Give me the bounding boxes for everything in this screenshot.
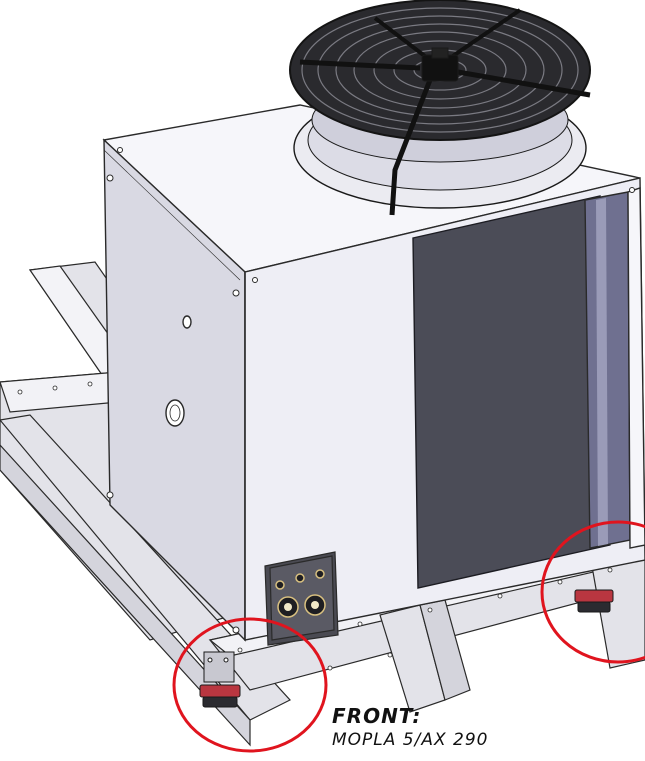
caption-title: FRONT: xyxy=(332,704,422,728)
fan-assembly xyxy=(289,0,591,216)
electrical-connection-plate xyxy=(264,551,339,646)
cable-gland-icon xyxy=(275,569,326,618)
side-hole-small xyxy=(182,315,192,329)
mount-front-left xyxy=(199,651,241,708)
fan-motor xyxy=(421,54,459,82)
front-rail-face xyxy=(0,444,251,747)
highlight-circles xyxy=(172,520,645,753)
condenser-coil xyxy=(412,195,611,589)
coil-header-highlight xyxy=(596,198,608,546)
caption-subtitle: MOPLA 5/AX 290 xyxy=(332,730,489,750)
cabinet-right-post xyxy=(627,187,645,549)
mount-front-right xyxy=(574,589,614,613)
highlight-circle-front-left xyxy=(172,617,328,753)
anti-vibration-mount-icon xyxy=(199,589,614,708)
side-hole-large xyxy=(165,399,185,427)
view-caption: FRONT: MOPLA 5/AX 290 xyxy=(332,704,632,752)
highlight-circle-front-right xyxy=(540,520,645,664)
